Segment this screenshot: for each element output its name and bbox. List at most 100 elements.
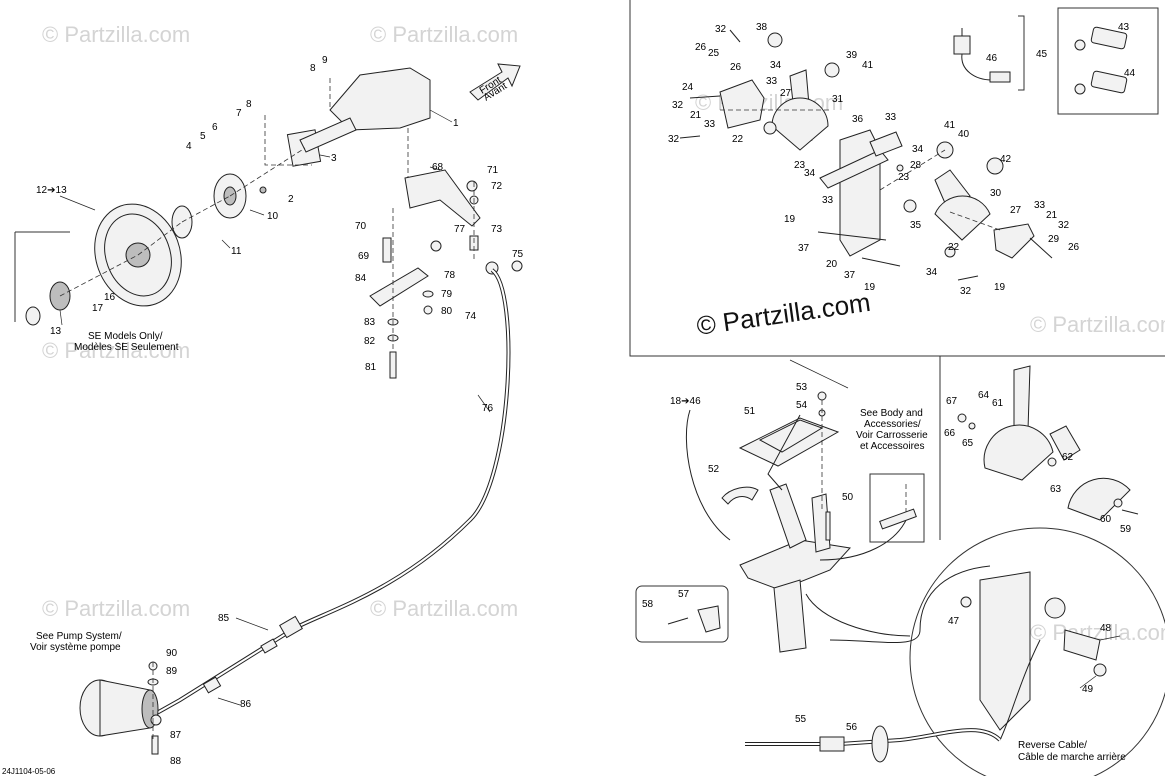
watermark: © Partzilla.com — [42, 596, 190, 621]
callout-83: 83 — [364, 317, 376, 328]
nut-62 — [1047, 457, 1057, 467]
pin-37 — [817, 231, 887, 241]
parts-43-44 — [1074, 26, 1128, 95]
range-label-18-46: 18➔46 — [670, 396, 701, 407]
quadrant-30 — [934, 195, 991, 241]
se-models-note-fr: Modèles SE Seulement — [74, 342, 179, 353]
detail-circle — [909, 527, 1165, 781]
notes: SE Models Only/ Modèles SE Seulement See… — [2, 185, 1126, 776]
callout-75: 75 — [512, 249, 524, 260]
axis-dash — [181, 195, 231, 223]
callout-34d: 34 — [926, 267, 938, 278]
screw-32 — [679, 135, 701, 139]
callout-32d: 32 — [1058, 220, 1070, 231]
callout-60: 60 — [1100, 514, 1112, 525]
watermark: © Partzilla.com — [1030, 312, 1165, 337]
inset-box-59-67 — [939, 355, 1165, 540]
callout-46: 46 — [986, 53, 998, 64]
callout-13: 13 — [50, 326, 62, 337]
callout-32b: 32 — [672, 100, 684, 111]
callout-62: 62 — [1062, 452, 1074, 463]
callout-42: 42 — [1000, 154, 1012, 165]
callout-30: 30 — [990, 188, 1002, 199]
quadrant-63 — [1067, 477, 1131, 521]
upper-right-frame — [629, 0, 940, 357]
cable-sleeve-86 — [202, 676, 222, 694]
callout-47: 47 — [948, 616, 960, 627]
pin-37 — [861, 257, 901, 267]
callout-21: 21 — [690, 110, 702, 121]
callout-53: 53 — [796, 382, 808, 393]
nut-49 — [1093, 663, 1107, 677]
steering-arm — [369, 169, 523, 379]
callout-25: 25 — [708, 48, 720, 59]
steering-assembly — [25, 67, 431, 326]
callout-21b: 21 — [1046, 210, 1058, 221]
callout-23: 23 — [794, 160, 806, 171]
callout-19b: 19 — [864, 282, 876, 293]
clip-75 — [511, 260, 523, 272]
callout-33c: 33 — [885, 112, 897, 123]
callout-85: 85 — [218, 613, 230, 624]
callout-5: 5 — [200, 131, 206, 142]
screw-59 — [1121, 509, 1139, 515]
callout-78: 78 — [444, 270, 456, 281]
body-note: See Body and — [860, 408, 923, 419]
nut-71 — [466, 180, 478, 192]
callout-10: 10 — [267, 211, 279, 222]
callout-81: 81 — [365, 362, 377, 373]
callout-33b: 33 — [704, 119, 716, 130]
callout-19c: 19 — [994, 282, 1006, 293]
lever-63 — [1049, 425, 1081, 461]
callout-71: 71 — [487, 165, 499, 176]
axis-dash — [229, 147, 306, 197]
callout-64: 64 — [978, 390, 990, 401]
callout-8b: 8 — [310, 63, 316, 74]
callout-38: 38 — [756, 22, 768, 33]
callout-8: 8 — [246, 99, 252, 110]
link-curve — [685, 409, 731, 541]
callout-7: 7 — [236, 108, 242, 119]
washer-33 — [903, 199, 917, 213]
callout-72: 72 — [491, 181, 503, 192]
detail-housing — [979, 571, 1031, 731]
guide-36 — [819, 149, 889, 189]
reverse-cable-note-fr: Câble de marche arrière — [1018, 752, 1126, 763]
callout-19: 19 — [784, 214, 796, 225]
body-inset — [879, 484, 917, 530]
callout-32e: 32 — [960, 286, 972, 297]
callout-49: 49 — [1082, 684, 1094, 695]
callout-82: 82 — [364, 336, 376, 347]
screw-44 — [1074, 83, 1086, 95]
watermark: © Partzilla.com — [370, 596, 518, 621]
body-note-fr: Voir Carrosserie — [856, 430, 928, 441]
callout-2: 2 — [288, 194, 294, 205]
pump-note: See Pump System/ — [36, 631, 122, 642]
callout-86: 86 — [240, 699, 252, 710]
callout-35: 35 — [910, 220, 922, 231]
callout-80: 80 — [441, 306, 453, 317]
connector-46 — [953, 35, 971, 55]
detail-hub — [1044, 597, 1066, 619]
washer-79 — [422, 290, 434, 298]
clamp-56 — [871, 725, 889, 763]
inset-box-body — [869, 473, 925, 543]
bracket-57 — [697, 605, 721, 633]
se-models-note: SE Models Only/ — [88, 331, 163, 342]
quadrant-65 — [983, 424, 1054, 481]
cap — [25, 306, 41, 326]
callout-44: 44 — [1124, 68, 1136, 79]
callout-33e: 33 — [1034, 200, 1046, 211]
callout-33d: 33 — [822, 195, 834, 206]
callout-32: 32 — [715, 24, 727, 35]
pump-note-fr: Voir système pompe — [30, 642, 121, 653]
callout-20: 20 — [826, 259, 838, 270]
callout-59: 59 — [1120, 524, 1132, 535]
screw-43 — [1074, 39, 1086, 51]
part-44 — [1090, 70, 1128, 94]
detail-content — [960, 571, 1107, 741]
clip-52 — [721, 486, 759, 505]
arm-84 — [369, 267, 429, 307]
